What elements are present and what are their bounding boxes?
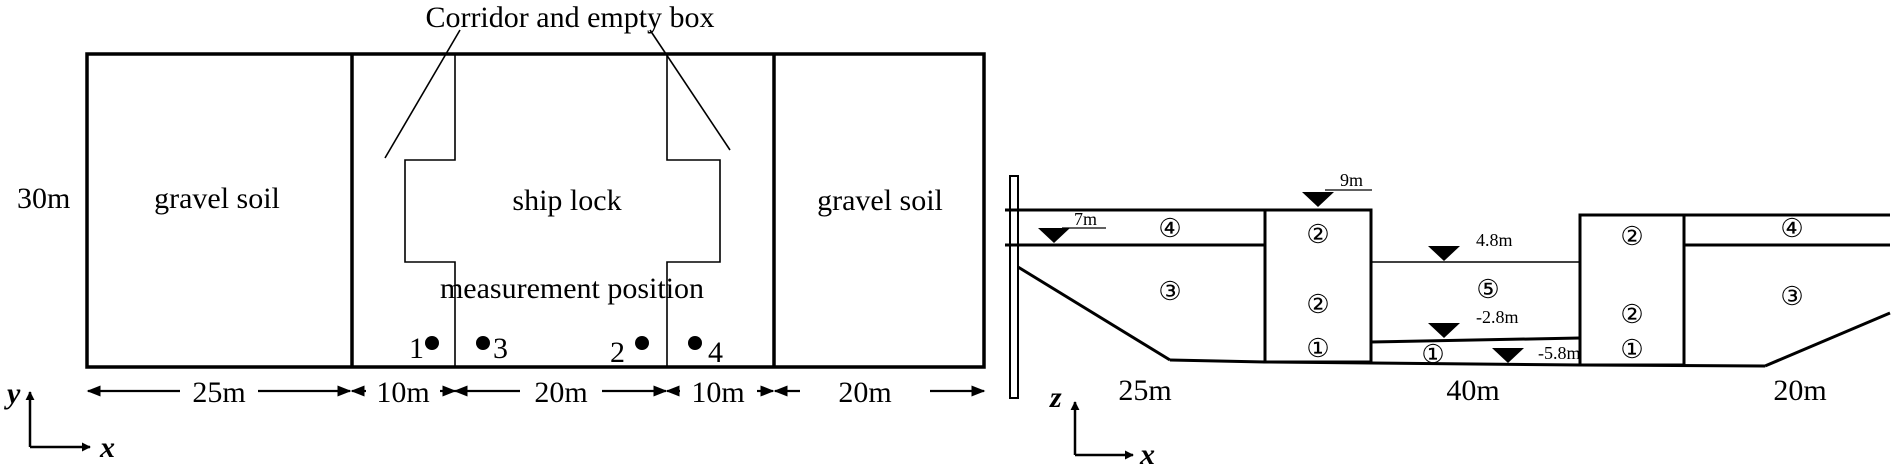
layer-chamber-bottom: ① <box>1421 340 1444 369</box>
soil-layer-labels: ④ ③ ② ② ① ⑤ ① ② ② ① ④ ③ <box>1158 214 1803 369</box>
region-left-label: gravel soil <box>154 182 280 215</box>
dim-20m-center: 20m <box>534 376 587 409</box>
axis-x2-label: x <box>1139 438 1155 468</box>
plan-axes: y x <box>4 377 115 464</box>
axis-x-label: x <box>99 431 115 464</box>
sheet-pile <box>1009 175 1019 399</box>
layer-left-wall-top: ② <box>1306 220 1329 249</box>
point-label-1: 1 <box>409 332 424 365</box>
lock-chamber-left-wall <box>404 54 456 367</box>
axis-z-label: z <box>1049 381 1062 414</box>
section-dim-20m: 20m <box>1773 374 1826 407</box>
point-label-4: 4 <box>708 336 723 369</box>
layer-right-wall-bottom: ① <box>1620 335 1643 364</box>
section-dim-40m: 40m <box>1446 374 1499 407</box>
layer-left-lower: ③ <box>1158 277 1181 306</box>
water-level-minus-5-8m: -5.8m <box>1538 343 1581 363</box>
section-axes: z x <box>1049 381 1155 468</box>
water-levels: 9m 7m 4.8m -2.8m -5.8m <box>1038 170 1581 363</box>
callout-label: Corridor and empty box <box>425 1 714 34</box>
callout-leader-right <box>649 29 731 151</box>
layer-left-wall-mid: ② <box>1306 290 1329 319</box>
dim-25m: 25m <box>192 376 245 409</box>
plan-view: Corridor and empty box gravel soil ship … <box>4 1 986 464</box>
section-view: 9m 7m 4.8m -2.8m -5.8m ④ ③ ② ② ① ⑤ ① ② ②… <box>1005 170 1891 468</box>
measurement-point-4 <box>688 336 702 350</box>
dim-20m-right: 20m <box>838 376 891 409</box>
water-level-7m: 7m <box>1074 209 1097 229</box>
layer-right-upper: ④ <box>1780 214 1803 243</box>
layer-left-wall-bottom: ① <box>1306 334 1329 363</box>
water-level-4-8m-icon <box>1428 246 1460 261</box>
water-level-9m: 9m <box>1340 170 1363 190</box>
dim-10m-right: 10m <box>691 376 744 409</box>
water-level-7m-icon <box>1038 228 1070 243</box>
region-right-label: gravel soil <box>817 184 943 217</box>
layer-right-lower: ③ <box>1780 282 1803 311</box>
measurement-point-3 <box>476 336 490 350</box>
region-center-label: ship lock <box>512 184 621 217</box>
water-level-4-8m: 4.8m <box>1476 230 1513 250</box>
water-level-minus-2-8m-icon <box>1428 323 1460 338</box>
layer-chamber: ⑤ <box>1476 275 1499 304</box>
callout-leader-left <box>384 29 461 159</box>
measurement-point-1 <box>425 336 439 350</box>
plan-dimensions: 25m 10m 20m 10m 20m <box>86 376 986 409</box>
dim-10m-left: 10m <box>376 376 429 409</box>
water-level-minus-2-8m: -2.8m <box>1476 307 1519 327</box>
layer-right-wall-mid: ② <box>1620 300 1643 329</box>
width-label: 30m <box>17 182 70 215</box>
axis-y-label: y <box>4 377 21 410</box>
point-label-2: 2 <box>610 336 625 369</box>
point-label-3: 3 <box>493 332 508 365</box>
layer-right-wall-top: ② <box>1620 222 1643 251</box>
section-dim-25m: 25m <box>1118 374 1171 407</box>
measurement-label: measurement position <box>440 272 704 305</box>
plan-outline <box>85 52 986 369</box>
water-level-minus-5-8m-icon <box>1492 348 1524 363</box>
lock-chamber-right-wall <box>666 54 721 367</box>
layer-left-upper: ④ <box>1158 214 1181 243</box>
water-level-9m-icon <box>1302 192 1334 207</box>
measurement-point-2 <box>635 336 649 350</box>
